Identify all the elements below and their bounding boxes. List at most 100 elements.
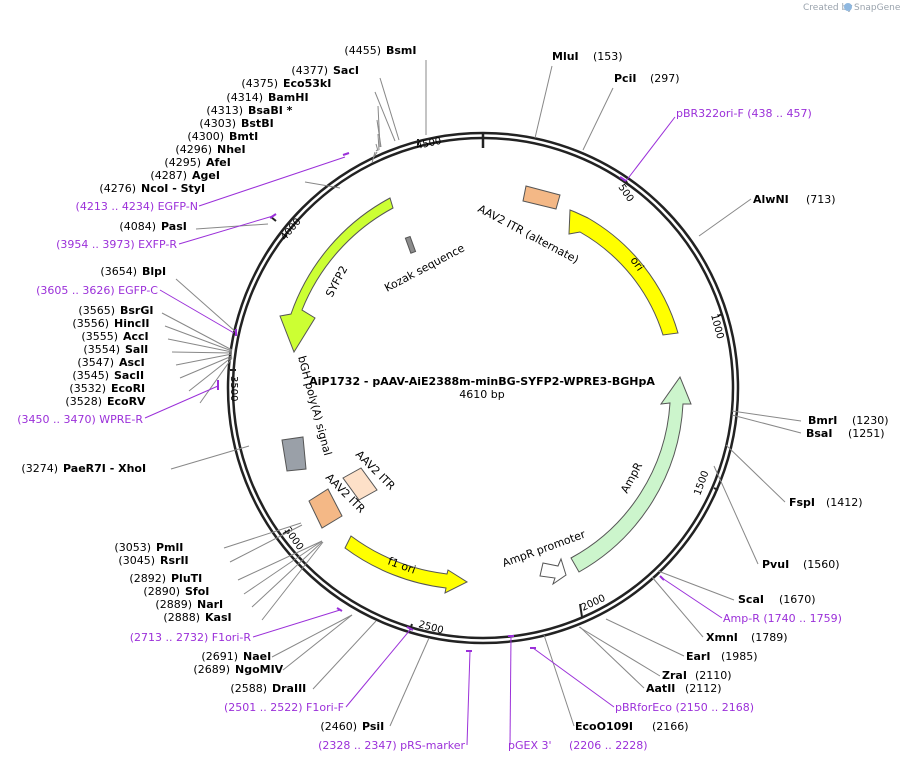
primer-label: (3954 .. 3973) EXFP-R	[56, 238, 177, 251]
primer-mark	[406, 626, 414, 631]
primer-label: (2206 .. 2228)	[569, 739, 648, 752]
map-title: AiP1732 - pAAV-AiE2388m-minBG-SYFP2-WPRE…	[309, 375, 655, 388]
site-connector	[237, 540, 323, 581]
site-name: KasI	[205, 611, 232, 624]
snapgene-logo-icon	[844, 3, 852, 11]
site-connector	[164, 325, 233, 352]
site-name: BamHI	[268, 91, 309, 104]
site-pos: (1789)	[751, 631, 788, 644]
site-connector	[657, 570, 735, 601]
site-connector	[261, 541, 324, 621]
feature-ampr[interactable]	[570, 375, 692, 573]
site-connector	[582, 87, 614, 151]
site-pos: (3565)	[78, 304, 115, 317]
site-connector	[243, 540, 323, 595]
primer-label: pBRforEco (2150 .. 2168)	[615, 701, 754, 714]
primer-mark	[336, 607, 343, 612]
site-name: PasI	[161, 220, 187, 233]
site-connector	[282, 614, 353, 671]
primer-label: pBR322ori-F (438 .. 457)	[676, 107, 812, 120]
site-name: MluI	[552, 50, 579, 63]
feature-aav2-itr-alternate[interactable]	[522, 185, 561, 210]
feature-ori[interactable]	[568, 209, 679, 336]
site-connector	[171, 351, 233, 354]
site-connector	[713, 465, 759, 565]
site-name: PvuI	[762, 558, 789, 571]
ruler-label-3500: 3500	[228, 376, 239, 401]
site-pos: (2166)	[652, 720, 689, 733]
site-name: EcoO109I	[575, 720, 633, 733]
site-pos: (3556)	[72, 317, 109, 330]
site-name: BmtI	[229, 130, 258, 143]
feature-kozak-sequence[interactable]	[404, 235, 417, 254]
site-pos: (1985)	[721, 650, 758, 663]
site-pos: (4455)	[344, 44, 381, 57]
site-name: PmlI	[156, 541, 183, 554]
site-name: EarI	[686, 650, 710, 663]
site-pos: (4084)	[119, 220, 156, 233]
site-name: BstBI	[241, 117, 274, 130]
site-name: PluTI	[171, 572, 202, 585]
sites-right: MluI (153) PciI (297) AlwNI (713) BmrI (…	[552, 50, 889, 733]
primer-leader	[178, 215, 274, 245]
site-connector	[375, 143, 379, 152]
site-name: Eco53kI	[283, 77, 331, 90]
site-name: AscI	[119, 356, 145, 369]
site-name: SacII	[114, 369, 144, 382]
site-connector	[376, 119, 382, 148]
ruler-tick	[717, 313, 723, 317]
feature-syfp2[interactable]	[279, 197, 394, 354]
feature-f1-ori[interactable]	[344, 535, 469, 594]
ruler-label-2000: 2000	[580, 593, 608, 614]
site-pos: (4375)	[241, 77, 278, 90]
feature-ampr-promoter[interactable]	[539, 557, 567, 586]
site-pos: (1560)	[803, 558, 840, 571]
site-connectors	[161, 60, 802, 727]
site-connector	[167, 338, 233, 353]
primer-leader	[198, 156, 346, 207]
ruler-label-4500: 4500	[415, 136, 442, 152]
feature-label-syfp2: SYFP2	[323, 264, 350, 300]
feature-bgh-polya-signal[interactable]	[281, 436, 307, 472]
feature-aav2-itr-right[interactable]	[342, 467, 378, 501]
site-name: AlwNI	[753, 193, 789, 206]
site-name: SalI	[125, 343, 148, 356]
site-connector	[375, 149, 378, 152]
site-name: BlpI	[142, 265, 166, 278]
site-pos: (4313)	[206, 104, 243, 117]
site-pos: (3274)	[21, 462, 58, 475]
site-name: AatII	[646, 682, 675, 695]
site-connector	[175, 278, 238, 334]
site-pos: (2689)	[193, 663, 230, 676]
site-pos: (4276)	[99, 182, 136, 195]
site-pos: (2460)	[320, 720, 357, 733]
site-connector	[698, 198, 752, 237]
site-pos: (4303)	[199, 117, 236, 130]
site-connector	[725, 444, 786, 503]
site-name: AccI	[123, 330, 149, 343]
site-name: XmnI	[706, 631, 738, 644]
site-connector	[223, 522, 302, 549]
ruler-tick	[625, 180, 629, 186]
site-connector	[229, 524, 303, 563]
primer-leader	[345, 629, 411, 708]
site-name: BsaI	[806, 427, 832, 440]
site-connector	[373, 151, 378, 158]
feature-aav2-itr-left[interactable]	[308, 488, 343, 529]
site-connector	[179, 355, 233, 379]
primer-mark	[619, 176, 627, 182]
site-connector	[312, 620, 377, 690]
primer-leaders	[144, 116, 723, 746]
primer-label: Amp-R (1740 .. 1759)	[723, 612, 842, 625]
site-connector	[377, 133, 380, 151]
site-connector	[170, 445, 250, 470]
site-pos: (4295)	[164, 156, 201, 169]
site-connector	[543, 634, 575, 727]
primer-leader	[532, 647, 615, 708]
site-pos: (3528)	[65, 395, 102, 408]
map-length: 4610 bp	[459, 388, 504, 401]
feature-label-kozak-sequence: Kozak sequence	[382, 241, 467, 294]
feature-label-ampr: AmpR	[618, 460, 645, 495]
site-name: DraIII	[272, 682, 306, 695]
